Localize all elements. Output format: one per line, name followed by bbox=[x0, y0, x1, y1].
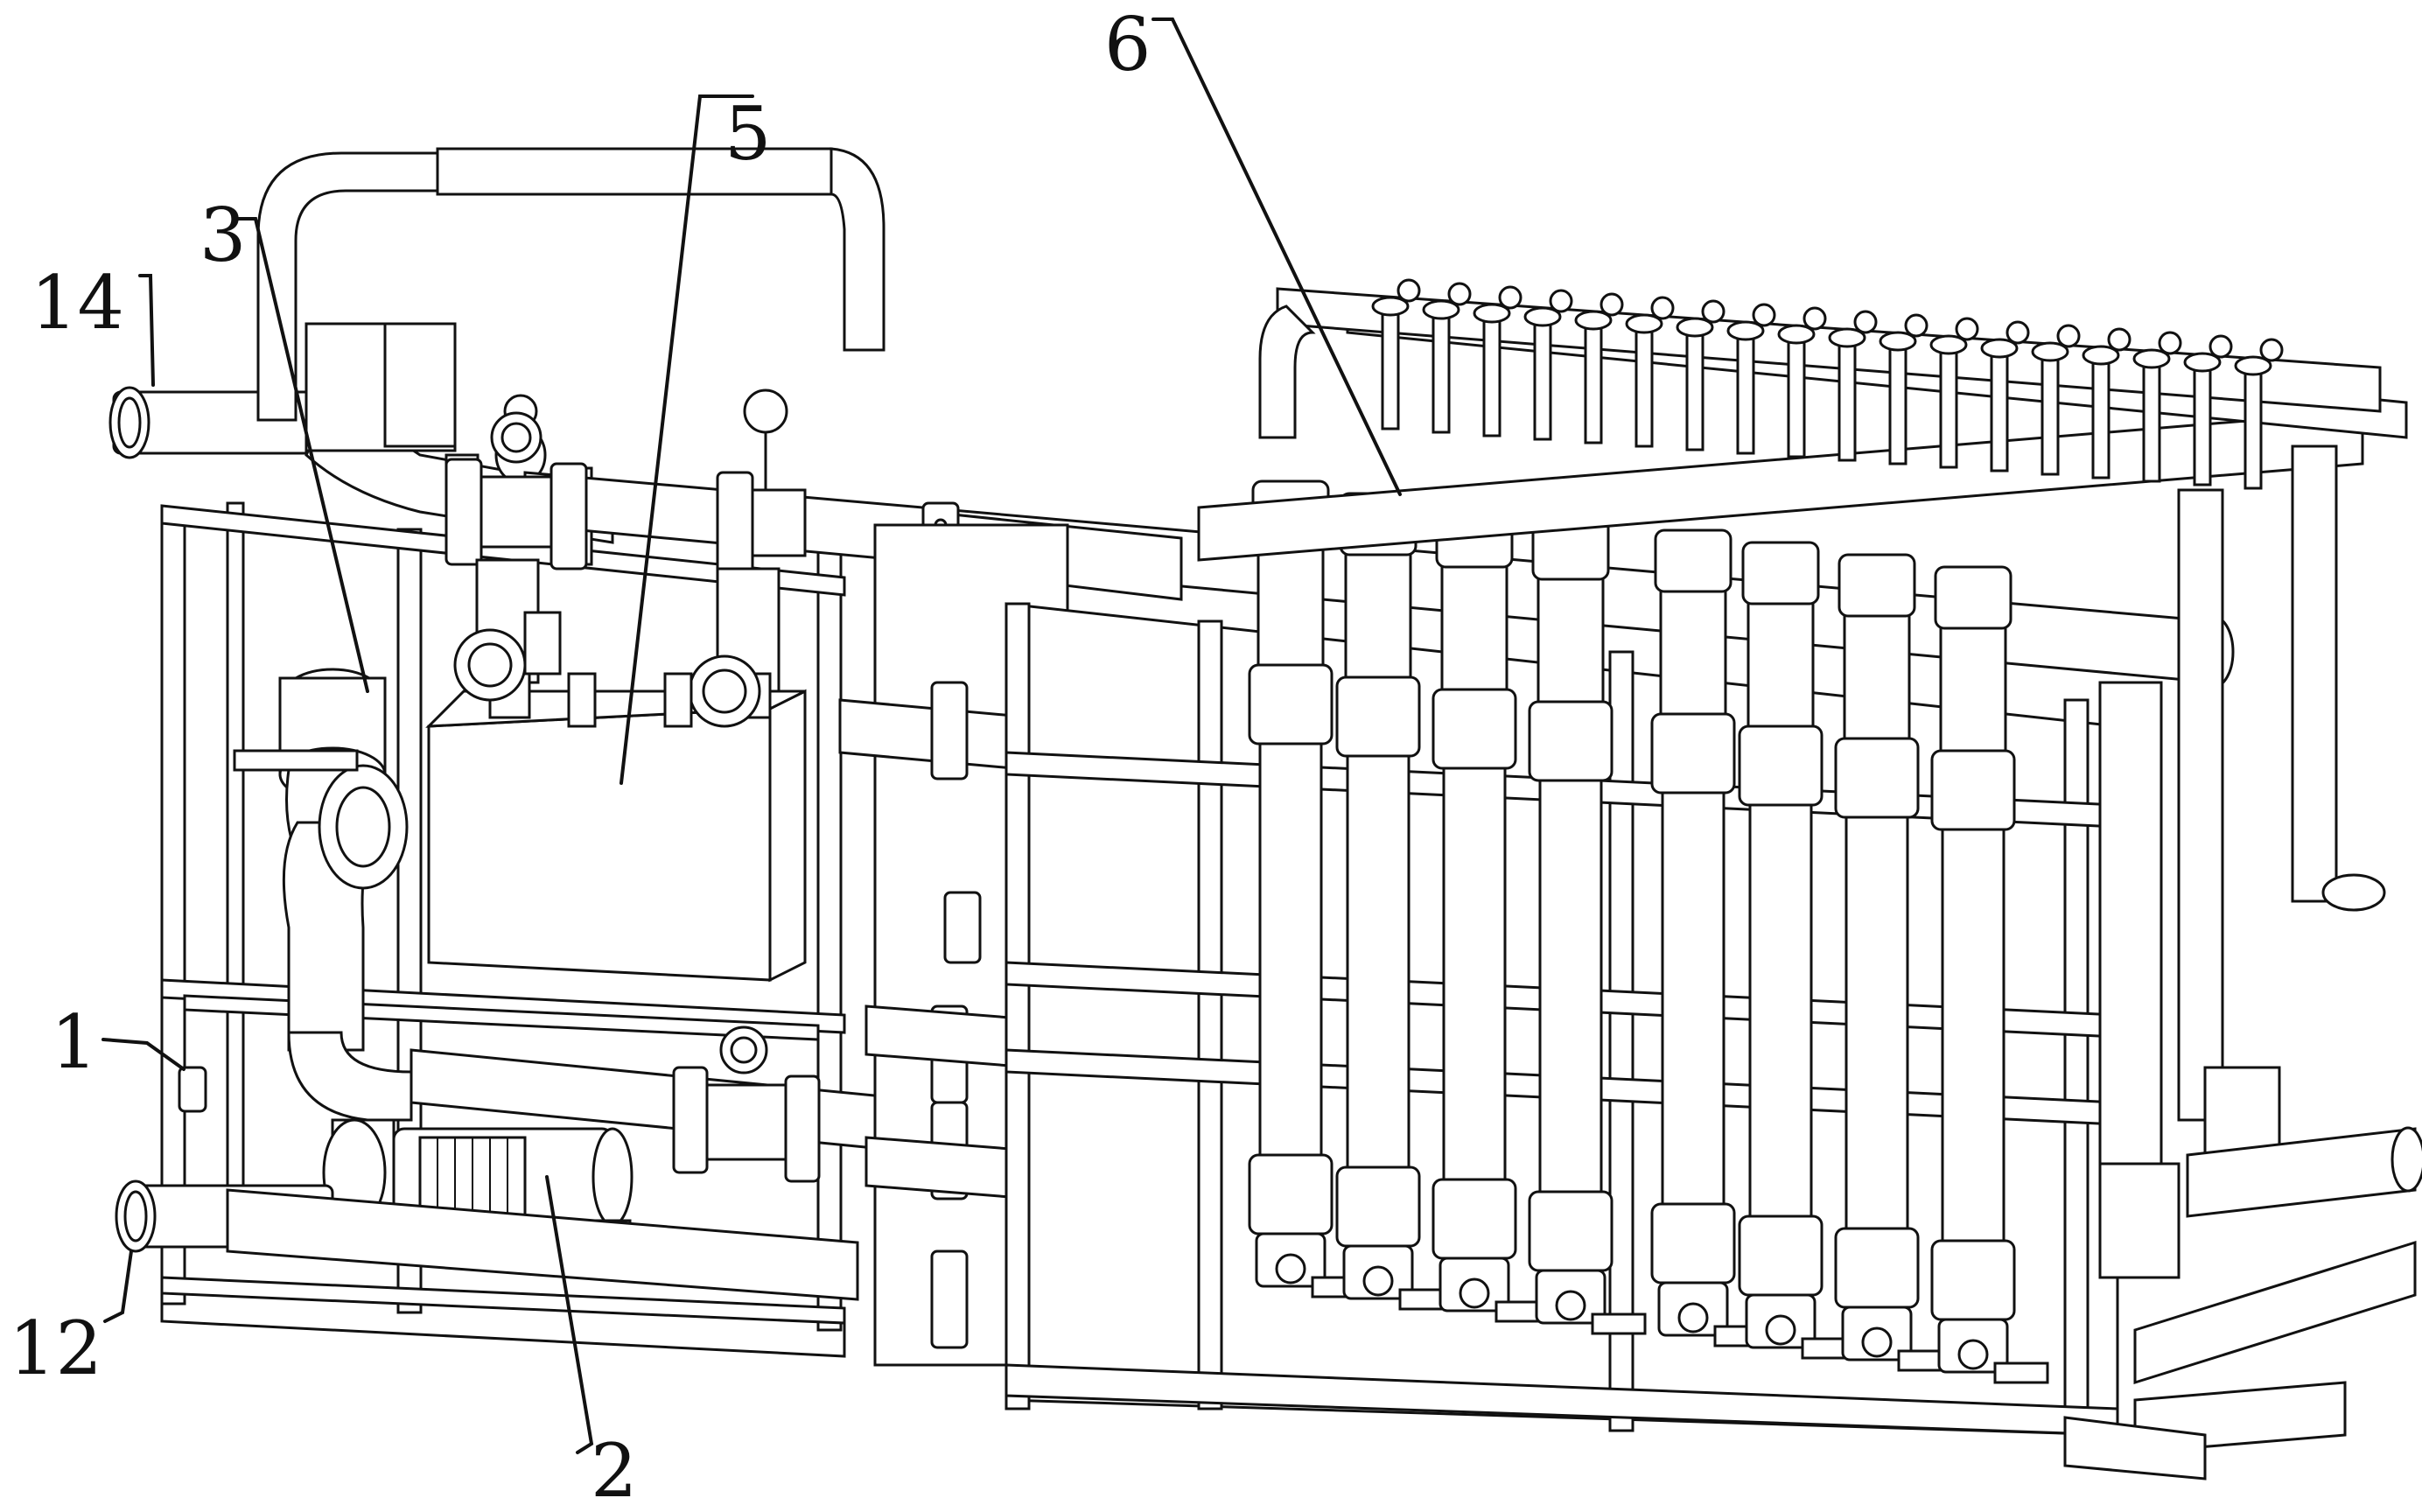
leader-lines bbox=[102, 18, 1402, 1454]
label-2: 2 bbox=[591, 1428, 637, 1512]
top-manifold-6 bbox=[1197, 278, 2408, 562]
label-5: 5 bbox=[724, 91, 771, 177]
bottom-pipes bbox=[115, 1026, 947, 1301]
pump-3 bbox=[233, 668, 413, 1122]
part-labels: 1 2 3 5 6 12 14 bbox=[9, 2, 1151, 1512]
label-3: 3 bbox=[200, 192, 246, 278]
label-12: 12 bbox=[9, 1306, 102, 1391]
overhead-return-pipe bbox=[256, 147, 886, 452]
label-14: 14 bbox=[31, 260, 124, 346]
label-6: 6 bbox=[1104, 2, 1151, 88]
label-1: 1 bbox=[51, 999, 97, 1085]
header-valve bbox=[444, 388, 807, 575]
membrane-modules bbox=[1248, 480, 2049, 1384]
dosing-tank-5 bbox=[425, 558, 807, 983]
right-vertical-pipes bbox=[2063, 444, 2422, 1480]
